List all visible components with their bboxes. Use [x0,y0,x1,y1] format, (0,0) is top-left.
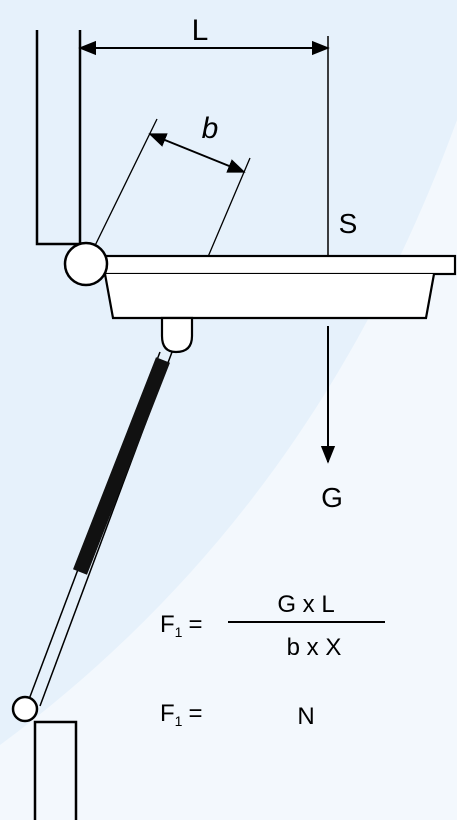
upper-cabinet-wall [35,30,82,246]
gas-spring-cylinder [73,357,170,575]
center-of-gravity-label: S [339,208,358,239]
hinge-pivot [63,241,109,287]
result-lhs: F1= [160,700,202,729]
lever-arm-line-pivot [85,118,158,265]
gas-spring-upper-mount [160,316,194,354]
formula-numerator: G x L [277,591,334,618]
formula-lhs: F1= [160,611,202,640]
lower-cabinet [33,720,78,820]
dimension-b-arrow [148,133,246,173]
result-unit: N [297,703,314,730]
weight-label: G [321,482,343,513]
background-blue-swoosh [0,0,457,745]
formula-denominator: b x X [287,634,342,661]
flap-top-board [103,254,457,276]
dimension-l-label: L [192,14,209,47]
flap-body [103,273,436,320]
dimension-b-label: b [202,112,219,145]
gas-spring-lower-eye [11,695,39,723]
